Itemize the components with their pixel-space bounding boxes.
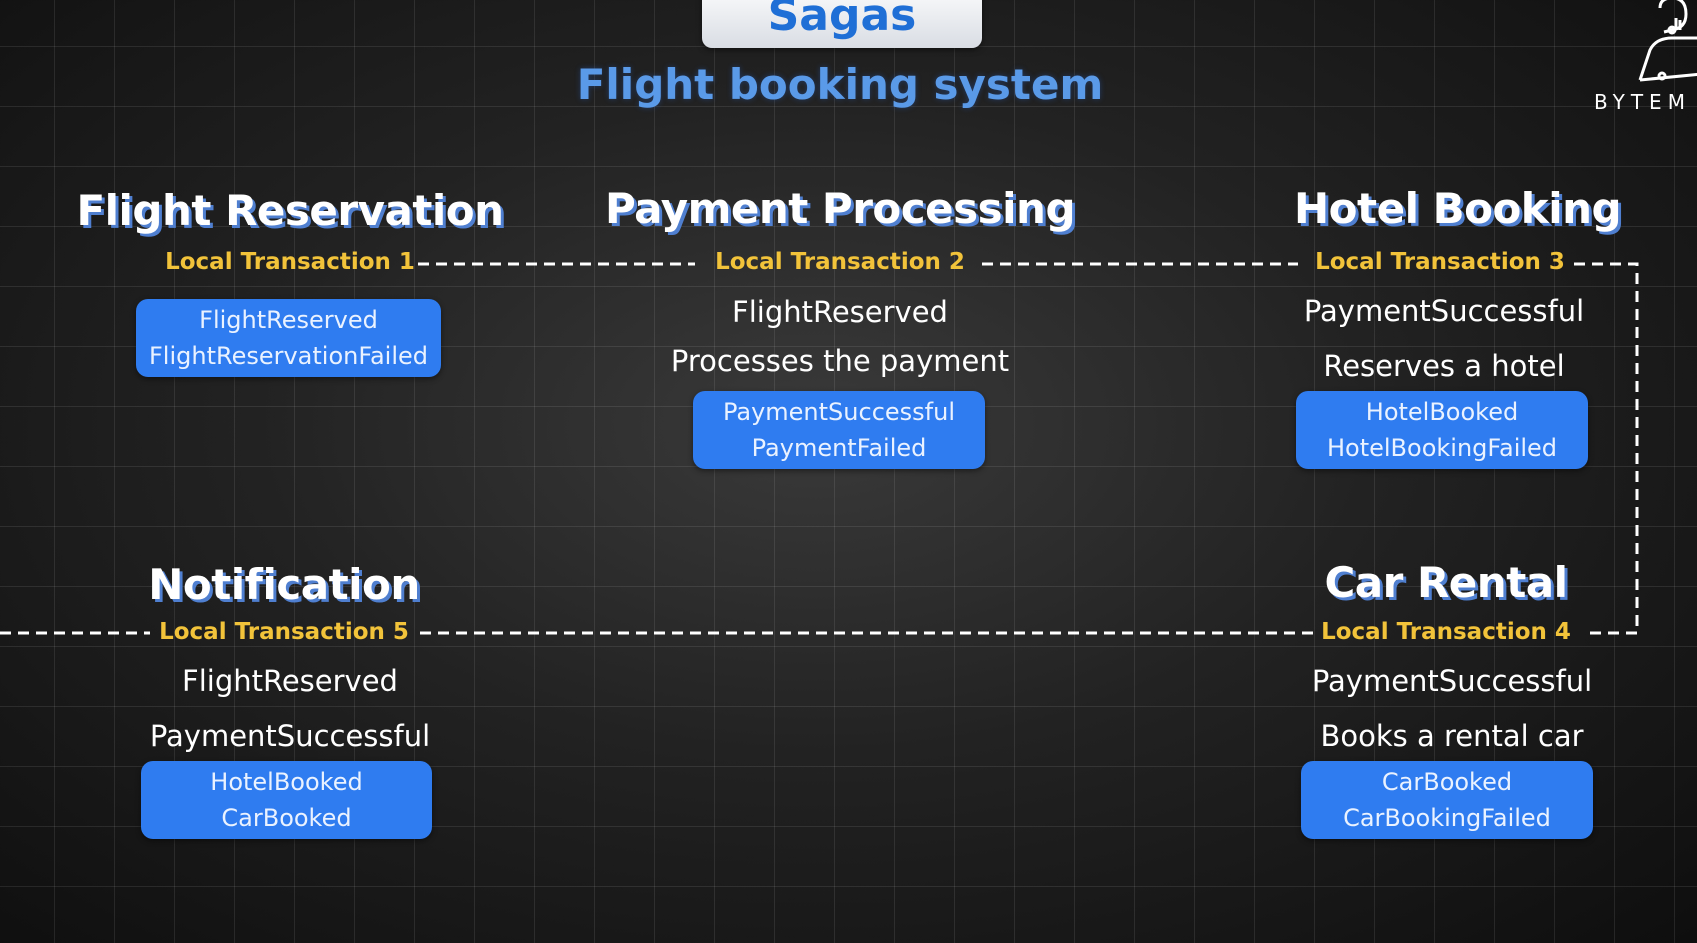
local-transaction-1-label: Local Transaction 1: [165, 249, 415, 275]
local-transaction-4-label: Local Transaction 4: [1321, 619, 1571, 645]
notification-listens-payment-successful: PaymentSuccessful: [149, 719, 431, 753]
notification-events-box: HotelBooked CarBooked: [141, 761, 432, 839]
event-car-booked: CarBooked: [1381, 768, 1513, 796]
notification-listens-flight-reserved: FlightReserved: [182, 664, 398, 698]
local-transaction-2-label: Local Transaction 2: [715, 249, 965, 275]
event-payment-failed: PaymentFailed: [751, 434, 927, 462]
event-car-booked: CarBooked: [221, 804, 352, 832]
title-banner: Sagas: [702, 0, 982, 48]
car-rental-heading: Car Rental: [1324, 558, 1568, 607]
event-flight-reserved: FlightReserved: [199, 306, 378, 334]
local-transaction-5-label: Local Transaction 5: [159, 619, 409, 645]
payment-events-box: PaymentSuccessful PaymentFailed: [693, 391, 985, 469]
event-hotel-booked: HotelBooked: [1365, 398, 1519, 426]
connector-lt3-lt4: [1574, 262, 1639, 635]
bytemonk-logo-icon: [1638, 0, 1697, 82]
event-payment-successful: PaymentSuccessful: [722, 398, 955, 426]
car-listens-payment-successful: PaymentSuccessful: [1311, 664, 1593, 698]
hotel-events-box: HotelBooked HotelBookingFailed: [1296, 391, 1588, 469]
page-subtitle: Flight booking system: [576, 60, 1104, 109]
hotel-booking-heading: Hotel Booking: [1294, 184, 1622, 233]
page-title: Sagas: [767, 0, 917, 41]
payment-action: Processes the payment: [670, 344, 1010, 378]
flight-reservation-heading: Flight Reservation: [76, 186, 504, 235]
event-flight-reservation-failed: FlightReservationFailed: [148, 342, 429, 370]
notification-heading: Notification: [148, 560, 420, 609]
event-hotel-booked: HotelBooked: [210, 768, 363, 796]
hotel-action: Reserves a hotel: [1323, 349, 1565, 383]
flight-reservation-events-box: FlightReserved FlightReservationFailed: [136, 299, 441, 377]
car-events-box: CarBooked CarBookingFailed: [1301, 761, 1593, 839]
hotel-listens-payment-successful: PaymentSuccessful: [1303, 294, 1585, 328]
car-action: Books a rental car: [1320, 719, 1584, 753]
payment-listens-flight-reserved: FlightReserved: [732, 295, 948, 329]
event-hotel-booking-failed: HotelBookingFailed: [1326, 434, 1558, 462]
payment-processing-heading: Payment Processing: [604, 184, 1076, 233]
event-car-booking-failed: CarBookingFailed: [1343, 804, 1551, 832]
logo-text: BYTEM: [1594, 90, 1691, 114]
local-transaction-3-label: Local Transaction 3: [1315, 249, 1565, 275]
